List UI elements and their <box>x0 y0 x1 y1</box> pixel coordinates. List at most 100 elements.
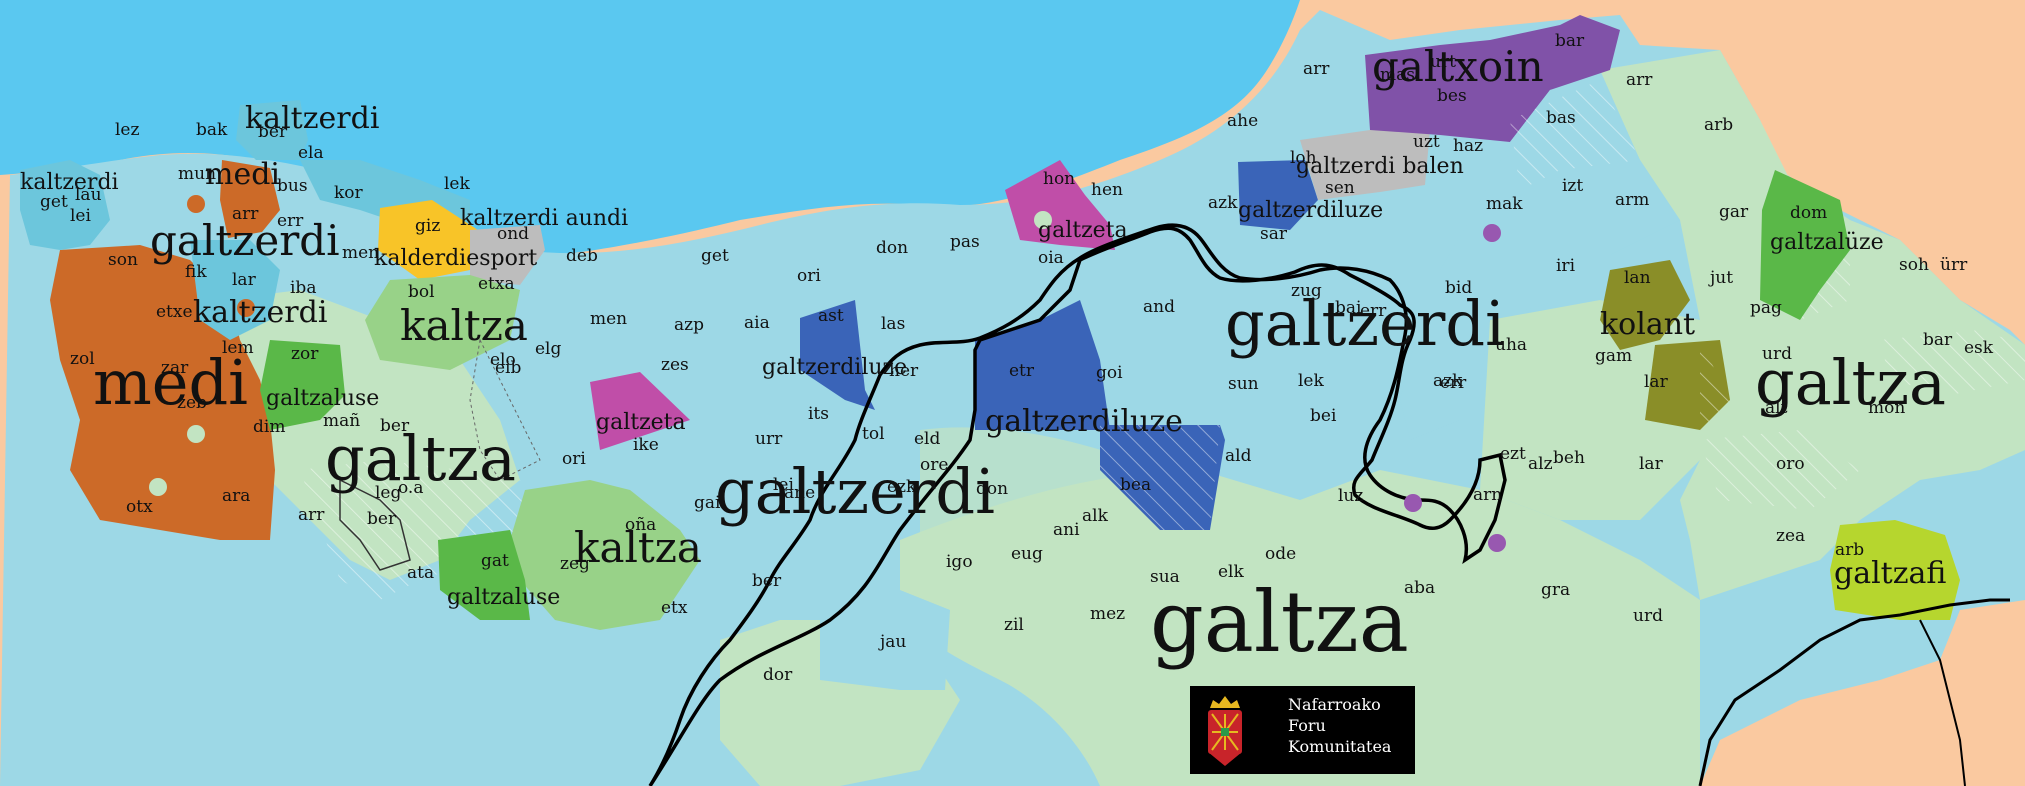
locality-label: beh <box>1553 448 1585 468</box>
locality-label: arn <box>1473 485 1503 505</box>
locality-label: sen <box>1325 178 1355 198</box>
locality-label: arb <box>1704 115 1734 135</box>
locality-label: zol <box>70 349 95 369</box>
region-label-kaltzerdi_aundi: kaltzerdi aundi <box>460 206 629 231</box>
locality-label: sua <box>1150 567 1180 587</box>
point-dot <box>1483 224 1501 242</box>
region-label-galtzafi: galtzafi <box>1834 556 1947 591</box>
point-dot <box>187 195 205 213</box>
locality-label: soh <box>1899 255 1929 275</box>
locality-label: elk <box>1218 562 1244 582</box>
region-label-kaltzerdi_w: kaltzerdi <box>20 170 119 195</box>
locality-label: ike <box>633 435 659 455</box>
region-label-galtza_big: galtza <box>1150 573 1409 671</box>
locality-label: mas <box>1380 65 1415 85</box>
locality-label: azk <box>1433 371 1463 391</box>
locality-label: iba <box>290 278 317 298</box>
locality-label: azp <box>674 315 704 335</box>
point-dot <box>1488 534 1506 552</box>
locality-label: elg <box>535 339 562 359</box>
locality-label: ahe <box>1227 111 1259 131</box>
locality-label: sun <box>1228 374 1259 394</box>
region-label-galtzerdi_balen: galtzerdi balen <box>1296 154 1464 179</box>
locality-label: lek <box>444 174 470 194</box>
locality-label: ani <box>1053 520 1080 540</box>
locality-label: men <box>342 243 380 263</box>
region-label-kaltza_n: kaltza <box>400 301 528 350</box>
locality-label: bak <box>196 120 228 140</box>
galtza-east-area <box>1600 50 2025 600</box>
locality-label: bea <box>1120 475 1152 495</box>
locality-label: sar <box>1260 224 1287 244</box>
locality-label: eib <box>495 358 522 378</box>
locality-label: lek <box>1298 371 1324 391</box>
sea <box>0 0 1300 256</box>
locality-label: dor <box>763 665 793 685</box>
region-label-galtzaluse_w: galtzaluse <box>266 386 380 411</box>
locality-label: get <box>701 246 729 266</box>
locality-label: bar <box>1555 31 1585 51</box>
point-dot <box>187 425 205 443</box>
locality-label: ara <box>222 486 251 506</box>
locality-label: lei <box>773 475 794 495</box>
locality-label: lar <box>1639 454 1663 474</box>
locality-label: ode <box>1265 544 1297 564</box>
locality-label: aba <box>1404 578 1436 598</box>
region-label-galtzeta_n: galtzeta <box>1038 218 1128 243</box>
locality-label: mañ <box>323 411 361 431</box>
locality-label: ela <box>298 143 324 163</box>
locality-label: ore <box>920 455 949 475</box>
locality-label: lez <box>115 120 140 140</box>
locality-label: zor <box>291 344 319 364</box>
locality-label: lei <box>70 206 91 226</box>
region-label-kaltza_s: kaltza <box>574 523 702 572</box>
locality-label: bas <box>1546 108 1576 128</box>
locality-label: urd <box>1762 344 1792 364</box>
locality-label: gat <box>481 551 509 571</box>
locality-label: goi <box>1096 363 1123 383</box>
region-label-galtzerdi_big: galtzerdi <box>1225 287 1505 360</box>
locality-label: lau <box>75 185 102 205</box>
locality-label: bus <box>277 176 308 196</box>
locality-label: urd <box>1633 606 1663 626</box>
locality-label: gai <box>694 493 721 513</box>
locality-label: bei <box>1310 406 1337 426</box>
locality-label: eld <box>914 429 941 449</box>
locality-label: arm <box>1615 190 1650 210</box>
locality-label: alt <box>1765 398 1788 418</box>
locality-label: gar <box>1719 202 1749 222</box>
locality-label: arr <box>1626 70 1653 90</box>
locality-label: zes <box>661 355 689 375</box>
locality-label: don <box>876 238 909 258</box>
locality-label: arb <box>1835 540 1865 560</box>
locality-label: kor <box>334 183 363 203</box>
locality-label: get <box>40 192 68 212</box>
locality-label: izt <box>1562 176 1584 196</box>
locality-label: las <box>881 314 906 334</box>
locality-label: and <box>1143 297 1175 317</box>
locality-label: bai <box>1335 298 1362 318</box>
locality-label: its <box>808 404 829 424</box>
locality-label: son <box>108 250 138 270</box>
locality-label: jut <box>1710 268 1734 288</box>
region-label-kaltzerdi_nw: kaltzerdi <box>245 101 380 136</box>
locality-label: ori <box>562 449 586 469</box>
locality-label: err <box>1360 301 1387 321</box>
locality-label: lan <box>1624 268 1651 288</box>
locality-label: alk <box>1082 506 1108 526</box>
locality-label: ane <box>784 483 816 503</box>
region-label-kalderdiesport: kalderdiesport <box>374 246 538 271</box>
locality-label: ezt <box>1500 444 1526 464</box>
region-label-galtzaluse_s: galtzaluse <box>447 585 561 610</box>
locality-label: zeg <box>560 554 590 574</box>
locality-label: lar <box>1644 372 1668 392</box>
point-dot <box>1034 211 1052 229</box>
locality-label: oia <box>1038 248 1064 268</box>
locality-label: ezk <box>887 477 917 497</box>
locality-label: tol <box>862 424 885 444</box>
locality-label: ber <box>752 571 782 591</box>
point-dot <box>149 478 167 496</box>
locality-label: mun <box>178 164 217 184</box>
locality-label: ürr <box>1940 255 1968 275</box>
